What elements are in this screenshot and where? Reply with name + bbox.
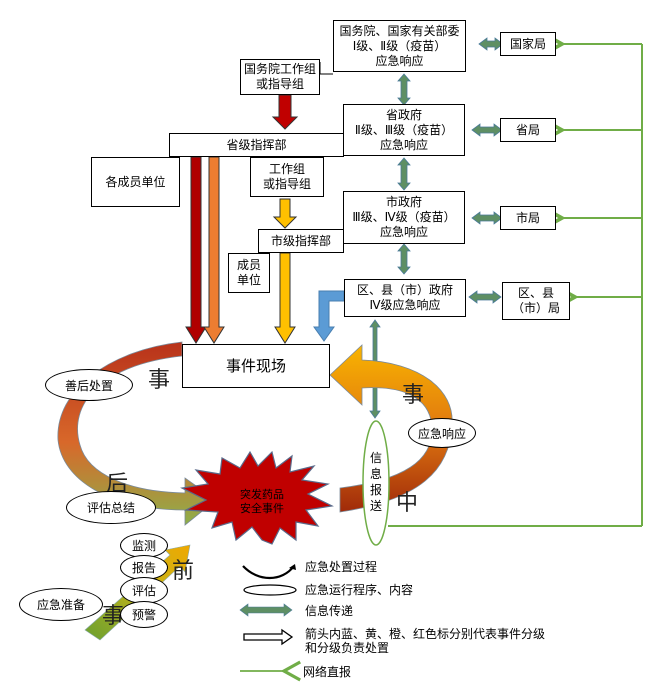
ellipse-label: 报告 [131,561,156,575]
provincial-government-box: 省政府 Ⅱ级、Ⅲ级（疫苗） 应急响应 [343,104,465,156]
red-arrow-national [271,94,299,130]
box-line: Ⅲ级、Ⅳ级（疫苗） [352,210,456,224]
ellipse-label: 应急响应 [417,426,466,441]
ellipse-label: 评估总结 [86,501,135,515]
blue-level-arrow [313,290,345,342]
box-line: Ⅱ级、Ⅲ级（疫苗） [354,122,454,137]
legend-procedure-label: 应急运行程序、内容 [305,583,414,597]
city-member-units-box: 成员 单位 [228,253,270,293]
box-line: 国务院、国家有关部委 [339,23,460,38]
box-line: 应急响应 [379,225,428,239]
stage-char-during-2: 中 [396,491,419,516]
box-line: 或指导组 [255,77,304,91]
district-government-box: 区、县（市）政府 Ⅳ级应急响应 [344,279,466,317]
box-line: 成员 [236,258,261,272]
preparation-ellipse: 应急准备 [19,588,103,621]
legend-arrow-line: 和分级负责处置 [305,641,390,655]
legend-arrow-icon [243,628,294,646]
assess-ellipse: 评估 [120,577,168,604]
box-label: 市局 [515,210,540,225]
stage-char-before-1: 前 [172,559,195,584]
box-line: 省政府 [385,107,422,122]
city-bureau-box: 市局 [500,206,556,230]
box-line: 工作组 [268,162,305,176]
stage-char-before-2: 事 [102,604,125,629]
box-line: 应急响应 [375,53,424,68]
ellipse-label: 监测 [131,539,156,553]
stage-char-during-1: 事 [402,383,425,408]
state-council-work-group-box: 国务院工作组 或指导组 [240,59,320,95]
legend-process-label: 应急处置过程 [305,560,378,574]
ellipse-label: 应急准备 [36,598,85,612]
aftermath-ellipse: 善后处置 [45,369,133,401]
box-line: 区、县 [517,286,554,300]
incident-starburst [180,450,334,545]
box-label: 事件现场 [225,356,286,375]
legend-info-icon [239,603,293,617]
box-label: 省局 [515,122,540,137]
box-line: 应急响应 [379,137,428,152]
during-stage-band [329,344,453,513]
box-line: Ⅰ级、Ⅱ级（疫苗） [352,38,447,53]
evaluation-ellipse: 评估总结 [66,491,156,524]
box-line: 单位 [236,273,261,287]
provincial-work-group-box: 工作组 或指导组 [250,157,324,197]
legend-process-icon [242,565,295,579]
box-line: Ⅳ级应急响应 [369,298,441,312]
red-level-arrow [185,156,207,344]
state-council-response-box: 国务院、国家有关部委 Ⅰ级、Ⅱ级（疫苗） 应急响应 [333,20,466,72]
box-line: （市）局 [511,301,560,315]
box-line: 区、县（市）政府 [356,283,453,297]
provincial-bureau-box: 省局 [500,118,556,142]
incident-scene-box: 事件现场 [182,344,330,388]
box-label: 市级指挥部 [270,233,331,248]
legend-arrow-label: 箭头内蓝、黄、橙、红色标分别代表事件分级 和分级负责处置 [305,627,545,655]
yellow-level-arrow [274,252,296,344]
ellipse-label: 评估 [131,584,156,598]
ellipse-label: 善后处置 [64,378,113,393]
incident-line: 安全事件 [240,502,284,515]
warning-ellipse: 预警 [120,601,168,628]
city-government-box: 市政府 Ⅲ级、Ⅳ级（疫苗） 应急响应 [343,191,465,244]
incident-label: 突发药品 安全事件 [232,488,292,516]
ellipse-label: 预警 [131,608,156,622]
incident-line: 突发药品 [240,488,284,501]
district-bureau-box: 区、县 （市）局 [502,282,570,320]
box-label: 省级指挥部 [226,137,287,152]
info-report-label: 信息报送 [369,451,382,513]
legend-procedure-icon [243,584,297,596]
provincial-command-box: 省级指挥部 [169,133,344,157]
box-label: 国家局 [509,36,546,51]
orange-level-arrow [203,156,225,344]
box-line: 市政府 [385,195,422,209]
network-direct-report-lines [388,44,643,527]
info-report-ellipse [362,420,390,546]
legend-arrow-line: 箭头内蓝、黄、橙、红色标分别代表事件分级 [305,627,546,641]
box-line: 国务院工作组 [243,62,316,76]
legend-info-label: 信息传递 [305,604,354,618]
response-ellipse: 应急响应 [408,418,476,448]
box-line: 或指导组 [262,177,311,191]
national-bureau-box: 国家局 [500,32,556,56]
provincial-member-units-box: 各成员单位 [91,157,180,207]
yellow-arrow-workgroup [272,198,298,229]
monitor-ellipse: 监测 [120,533,168,558]
box-label: 各成员单位 [105,174,166,189]
stage-char-after-1: 事 [148,368,171,393]
city-command-box: 市级指挥部 [258,229,344,253]
legend-network-label: 网络直报 [303,665,352,679]
